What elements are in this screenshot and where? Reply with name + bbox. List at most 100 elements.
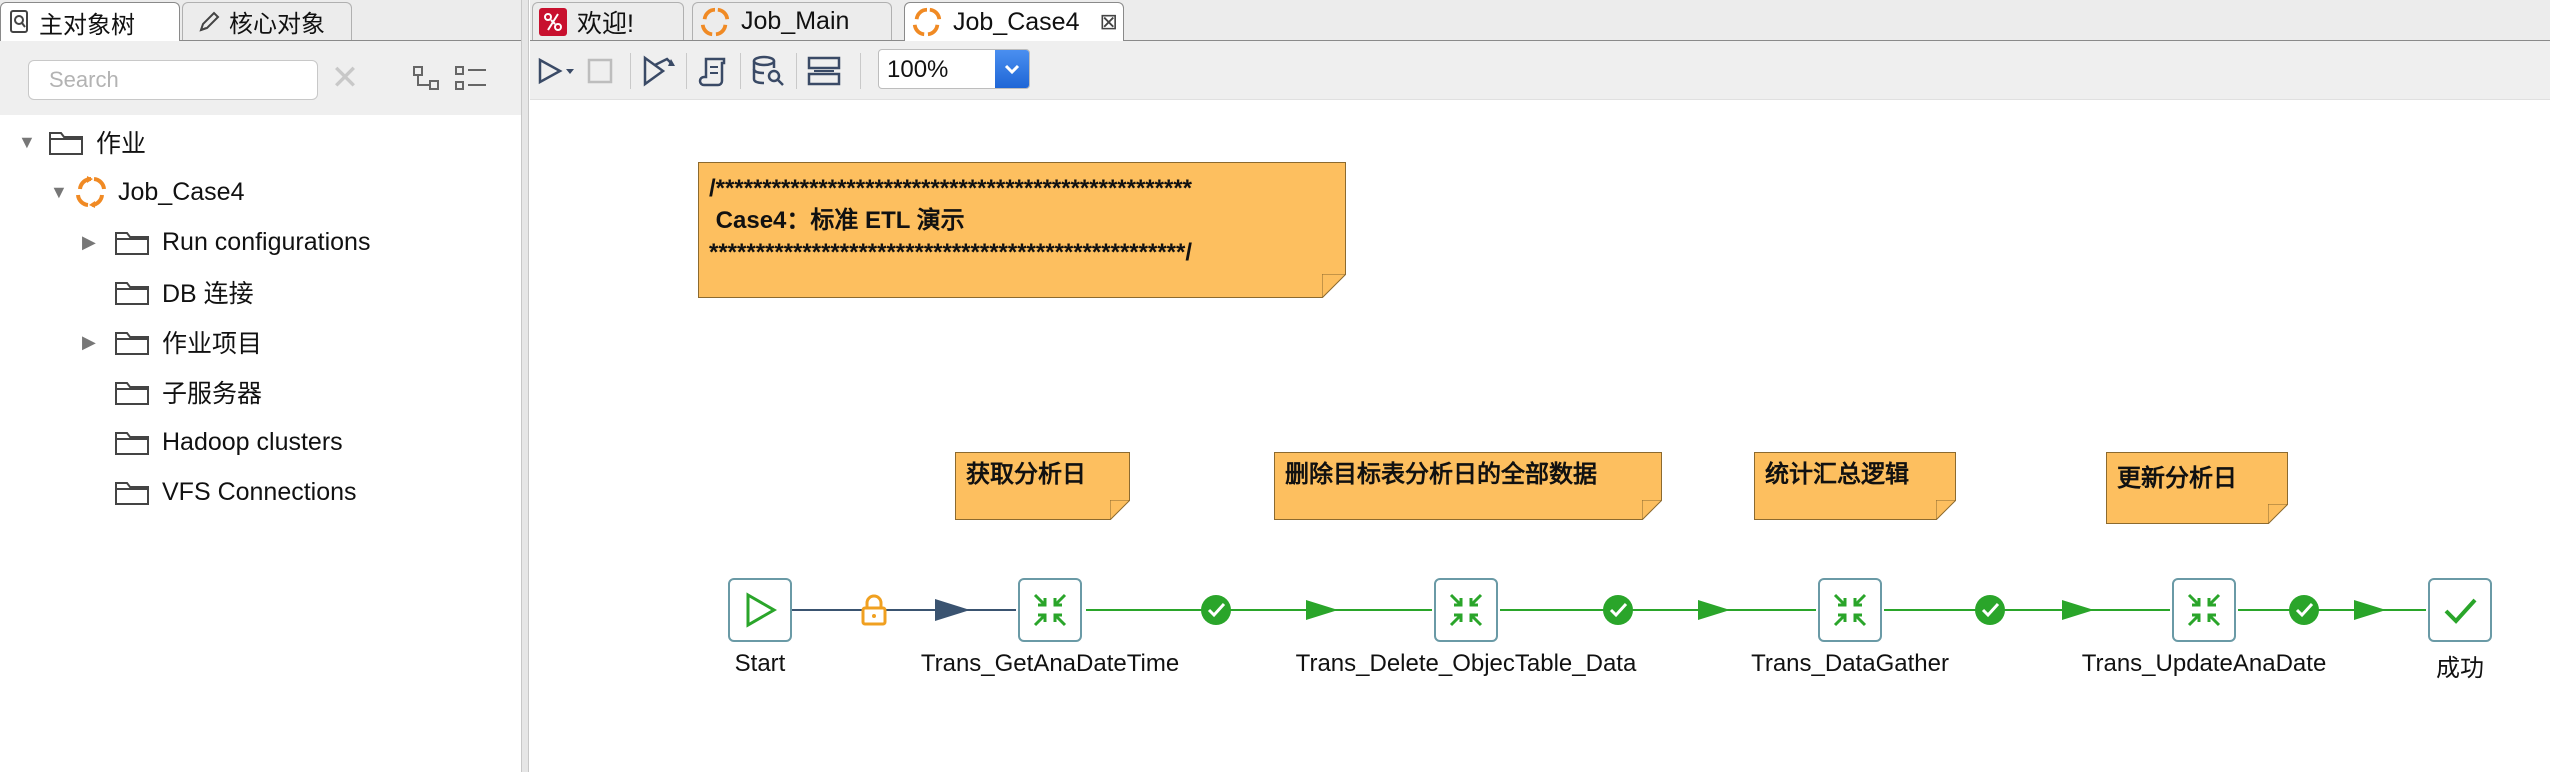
- start-icon: [746, 592, 778, 628]
- tree-node-slave-servers[interactable]: 子服务器: [114, 372, 262, 412]
- job-editor-panel: 欢迎! Job_Main Job_Case4 ⊠: [530, 0, 2550, 772]
- tab-job-case4[interactable]: Job_Case4 ⊠: [904, 2, 1124, 41]
- tab-job-main[interactable]: Job_Main: [692, 2, 892, 40]
- transformation-icon: [2187, 593, 2221, 627]
- tree-node-vfs-connections[interactable]: VFS Connections: [114, 472, 357, 512]
- entry-trans-get-ana-date-time[interactable]: [1018, 578, 1082, 642]
- tab-label: 核心对象: [229, 11, 325, 38]
- note-header[interactable]: /***************************************…: [698, 162, 1346, 298]
- play-icon: [538, 57, 574, 85]
- hop-success[interactable]: [1500, 595, 1816, 625]
- note-text: 更新分析日: [2117, 465, 2237, 492]
- note-fold-icon: [1936, 500, 1956, 520]
- database-explore-button[interactable]: [748, 51, 788, 91]
- toolbar-separator: [860, 53, 861, 89]
- zoom-value: 100%: [887, 56, 949, 83]
- entry-start[interactable]: [728, 578, 792, 642]
- stop-icon: [587, 58, 613, 84]
- chevron-down-icon[interactable]: [995, 50, 1029, 88]
- entry-label: Trans_UpdateAnaDate: [2081, 650, 2327, 677]
- collapsed-triangle-icon[interactable]: ▶: [82, 232, 96, 252]
- note-fold-icon: [2268, 504, 2288, 524]
- note-get-date[interactable]: 获取分析日: [955, 452, 1130, 520]
- show-script-button[interactable]: [694, 51, 734, 91]
- tree-node-jobs[interactable]: ▼ 作业: [18, 122, 146, 162]
- entry-trans-delete-objectable-data[interactable]: [1434, 578, 1498, 642]
- checkmark-icon: [2444, 598, 2477, 624]
- note-delete[interactable]: 删除目标表分析日的全部数据: [1274, 452, 1662, 520]
- welcome-icon: [539, 7, 567, 36]
- lock-icon: [861, 594, 887, 626]
- note-text: /***************************************…: [709, 175, 1192, 266]
- folder-icon: [115, 282, 149, 305]
- clear-search-icon[interactable]: ✕: [330, 59, 360, 97]
- tree-node-label: VFS Connections: [162, 477, 357, 506]
- folder-icon: [115, 382, 149, 405]
- tab-label: Job_Main: [741, 7, 850, 35]
- expand-all-icon[interactable]: [412, 65, 442, 93]
- left-tab-bar: 主对象树 核心对象: [0, 0, 521, 41]
- tree-node-job-entries[interactable]: ▶ 作业项目: [82, 322, 262, 362]
- note-fold-icon: [1642, 500, 1662, 520]
- expanded-triangle-icon[interactable]: ▼: [18, 132, 36, 152]
- hop-success[interactable]: [1884, 595, 2170, 625]
- note-update[interactable]: 更新分析日: [2106, 452, 2288, 524]
- note-text: 统计汇总逻辑: [1765, 461, 1909, 488]
- search-input[interactable]: [28, 60, 318, 100]
- folder-icon: [115, 482, 149, 505]
- job-icon: [912, 7, 942, 37]
- hop-success[interactable]: [1086, 595, 1432, 625]
- align-button[interactable]: [804, 51, 844, 91]
- tab-label: Job_Case4: [953, 7, 1080, 36]
- tree-node-label: Hadoop clusters: [162, 427, 343, 456]
- folder-icon: [115, 332, 149, 355]
- editor-toolbar: 100%: [530, 41, 2550, 100]
- tree-node-db-connections[interactable]: DB 连接: [114, 272, 254, 312]
- hop-unconditional[interactable]: [762, 599, 1016, 621]
- note-text: 获取分析日: [966, 461, 1086, 488]
- entry-trans-update-ana-date[interactable]: [2172, 578, 2236, 642]
- toolbar-separator: [686, 53, 687, 89]
- entry-label: Trans_Delete_ObjecTable_Data: [1295, 650, 1637, 677]
- tab-label: 欢迎!: [577, 9, 634, 38]
- entry-trans-data-gather[interactable]: [1818, 578, 1882, 642]
- layout-icon: [807, 56, 841, 86]
- tab-core-objects[interactable]: 核心对象: [182, 2, 352, 40]
- job-canvas[interactable]: /***************************************…: [530, 100, 2550, 772]
- tree-node-label: 作业项目: [162, 330, 263, 358]
- object-tree-panel: 主对象树 核心对象 ✕ ▼ 作业: [0, 0, 521, 772]
- entry-success[interactable]: [2428, 578, 2492, 642]
- preview-button[interactable]: [638, 51, 678, 91]
- zoom-select[interactable]: 100%: [878, 49, 1030, 89]
- entry-label: Start: [734, 650, 786, 677]
- tree-node-run-configurations[interactable]: ▶ Run configurations: [82, 222, 370, 262]
- entry-label: 成功: [2436, 655, 2484, 682]
- tab-welcome[interactable]: 欢迎!: [532, 2, 684, 40]
- folder-icon: [49, 132, 83, 155]
- tree-node-hadoop-clusters[interactable]: Hadoop clusters: [114, 422, 343, 462]
- search-object-icon: [10, 10, 28, 33]
- collapse-all-icon[interactable]: [454, 65, 488, 93]
- note-fold-icon: [1110, 500, 1130, 520]
- tree-node-label: DB 连接: [162, 280, 254, 308]
- toolbar-separator: [796, 53, 797, 89]
- run-button[interactable]: [536, 51, 576, 91]
- hop-success[interactable]: [2238, 595, 2426, 625]
- note-gather[interactable]: 统计汇总逻辑: [1754, 452, 1956, 520]
- toolbar-separator: [630, 53, 631, 89]
- tree-toolbar: ✕: [0, 41, 521, 115]
- close-tab-icon[interactable]: ⊠: [1099, 9, 1118, 34]
- tree-node-label: 作业: [96, 130, 147, 158]
- panel-splitter[interactable]: [521, 0, 529, 772]
- database-search-icon: [752, 55, 784, 86]
- pencil-icon: [199, 11, 220, 32]
- entry-label: Trans_GetAnaDateTime: [920, 650, 1180, 677]
- stop-button[interactable]: [580, 51, 620, 91]
- expanded-triangle-icon[interactable]: ▼: [50, 182, 68, 202]
- tab-main-object-tree[interactable]: 主对象树: [0, 2, 180, 41]
- collapsed-triangle-icon[interactable]: ▶: [82, 332, 96, 352]
- hops-layer: [762, 594, 2426, 626]
- check-run-icon: [643, 55, 675, 87]
- tree-node-label: Run configurations: [162, 227, 371, 256]
- tree-node-job-case4[interactable]: ▼ Job_Case4: [50, 172, 244, 212]
